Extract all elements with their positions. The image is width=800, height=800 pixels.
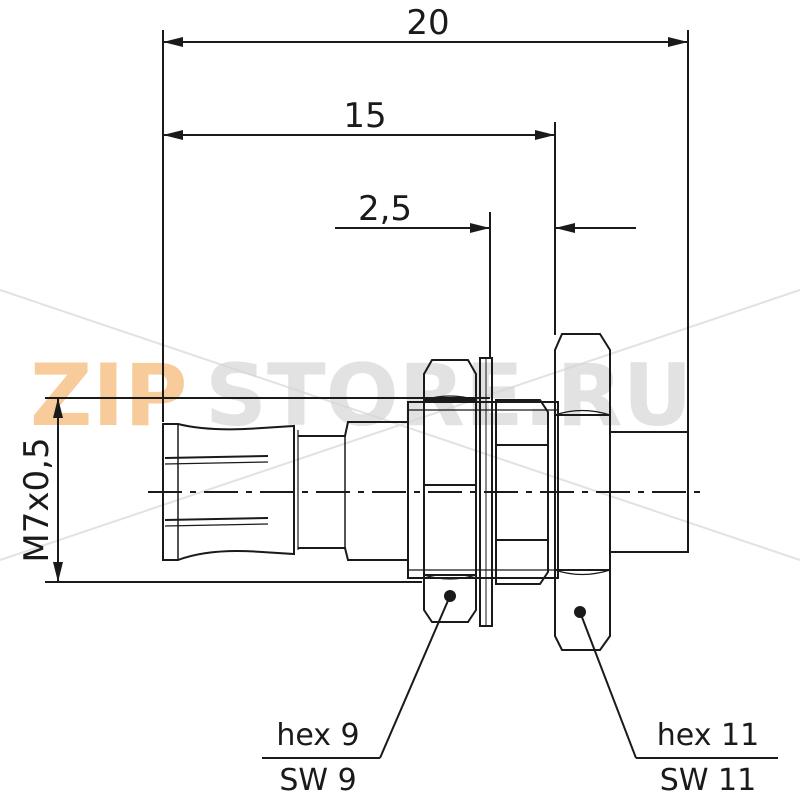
connector-body [162, 401, 689, 579]
dimension-thread: M7x0,5 [17, 437, 57, 562]
dimension-body-length: 15 [343, 96, 386, 136]
extension-lines [45, 30, 689, 583]
watermark: ZIP STORE.RU [30, 346, 692, 446]
watermark-lines [0, 289, 800, 561]
dimension-total-length: 20 [406, 3, 449, 43]
callout-large-nut-sw: SW 11 [660, 763, 756, 798]
callout-small-nut-sw: SW 9 [279, 763, 356, 798]
large-nut [554, 333, 611, 651]
small-nut [423, 359, 477, 623]
dimension-panel-thickness: 2,5 [358, 189, 412, 229]
callout-small-nut-hex: hex 9 [276, 718, 359, 753]
lock-nut [495, 399, 549, 585]
dimension-lines [53, 37, 688, 582]
callout-large-nut-hex: hex 11 [657, 718, 759, 753]
leader-lines [262, 595, 778, 759]
